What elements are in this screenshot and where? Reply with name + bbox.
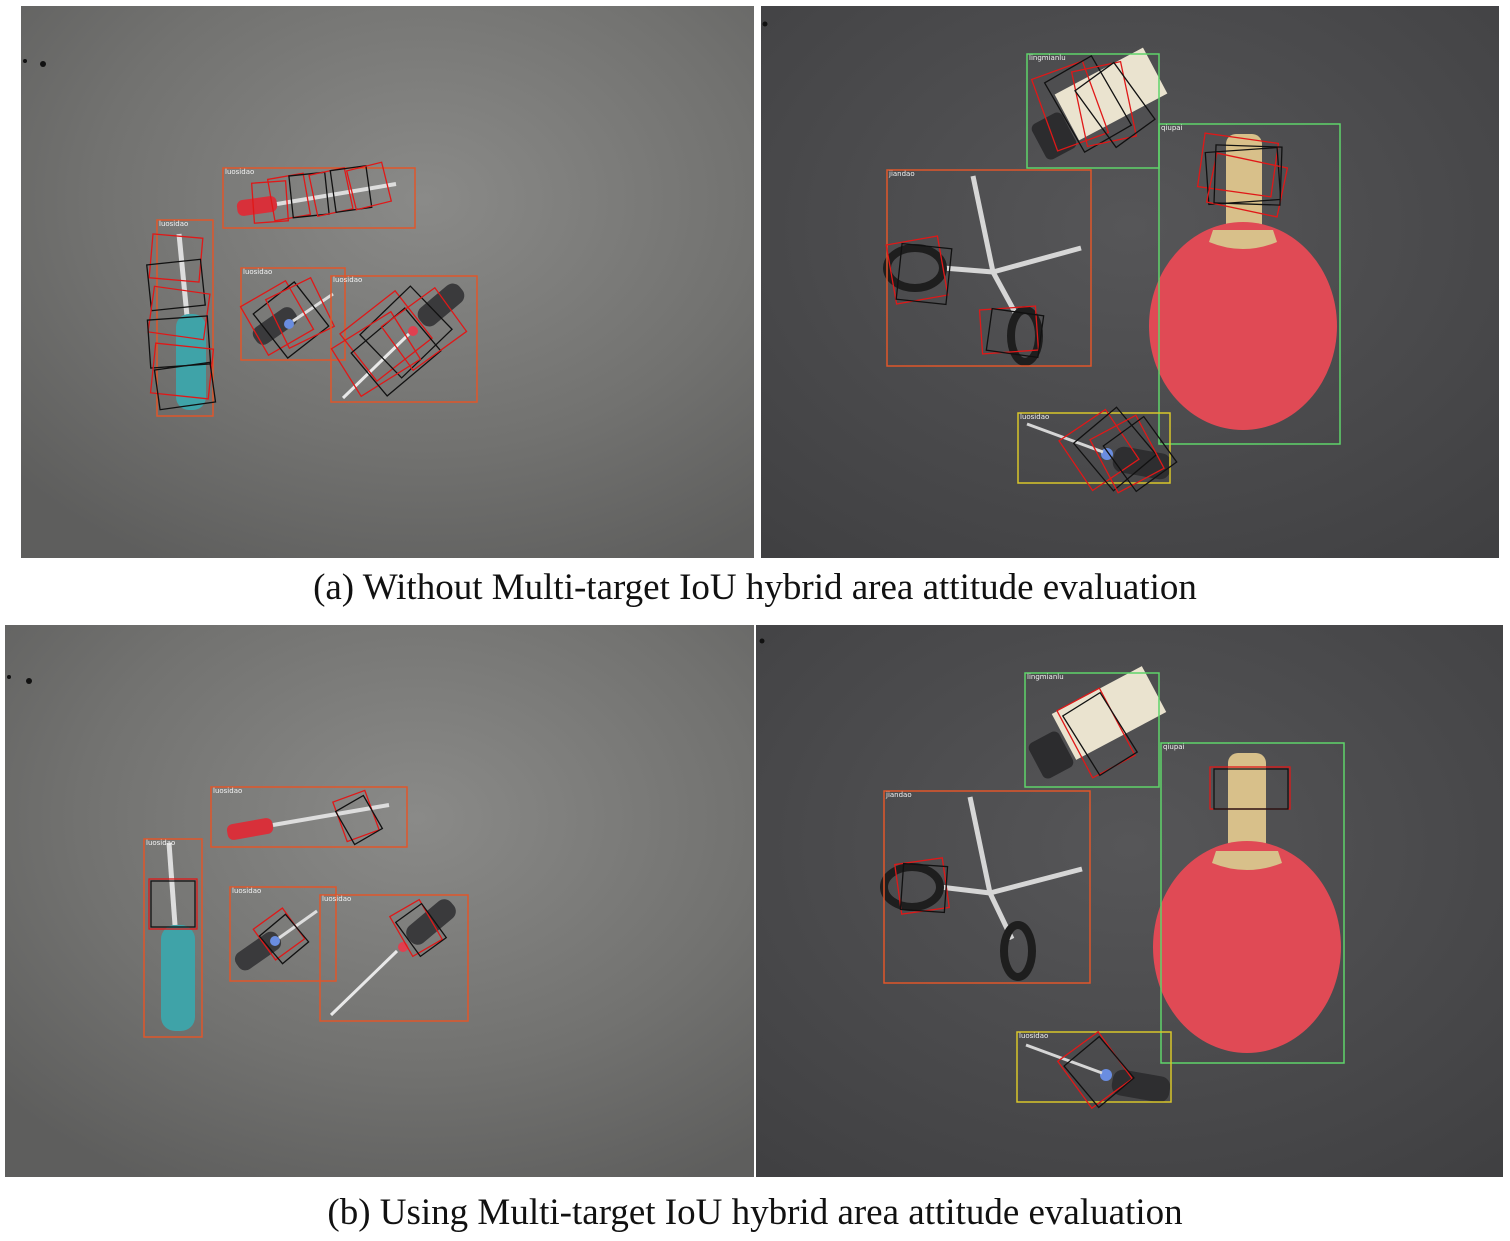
surface-dot [40,61,46,67]
detection-box [1026,53,1160,169]
caption-a: (a) Without Multi-target IoU hybrid area… [313,567,1197,608]
gray-screwdriver [1025,1043,1171,1103]
detection-label: luosidao [213,787,242,795]
red-screwdriver [236,182,397,216]
panel-a-tools-scene: luosidao luosidao [21,6,754,558]
detection-box [330,275,478,403]
detection-box [222,167,416,229]
detection-box [1024,672,1160,788]
detection-label: luosidao [225,168,254,176]
detection-label: luosidao [146,839,175,847]
detection-box [319,894,469,1022]
detection-label: luosidao [322,895,351,903]
grasp-candidates [252,907,310,965]
detection-box [1158,123,1341,445]
red-band-screwdriver [341,283,465,400]
grasp-candidates [330,285,468,398]
grasp-candidates [239,276,336,359]
detection-label: jiandao [885,791,912,799]
panel-a-mixed-scene: lingmianlu qiupai [761,6,1499,558]
grasp-candidates [1058,406,1178,494]
tools-scene-image: luosidao luosidao [21,6,754,558]
surface-dot [23,59,27,63]
teal-screwdriver [161,842,195,1031]
detection-label: qiupai [1161,124,1183,132]
gray-screwdriver [252,292,334,345]
table-surface [5,625,754,1177]
detection-label: qiupai [1163,743,1185,751]
detection-box [156,219,214,417]
detection-box [1017,412,1171,484]
surface-dot [762,21,768,27]
detection-label: jiandao [888,170,915,178]
grasp-candidates [1056,687,1139,779]
mixed-scene-image: lingmianlu qiupai jiandao [756,625,1503,1177]
grasp-candidates [1209,766,1291,810]
detection-label: lingmianlu [1029,54,1066,62]
grasp-candidates [148,878,198,930]
detection-box [143,838,203,1038]
teal-screwdriver [176,233,206,410]
detection-label: luosidao [232,887,261,895]
detection-label: luosidao [333,276,362,284]
grasp-candidates [250,161,393,224]
table-tennis-paddle [1153,753,1341,1053]
grasp-candidates [1056,1030,1135,1110]
grasp-candidates [1030,54,1156,154]
scissors [880,796,1083,981]
detection-box [886,169,1092,367]
panel-b-mixed-scene: lingmianlu qiupai jiandao [756,625,1503,1177]
grasp-candidates [146,233,217,411]
surface-dot [759,638,765,644]
table-surface [21,6,754,558]
detection-label: luosidao [243,268,272,276]
detection-label: luosidao [159,220,188,228]
panel-b-tools-scene: luosidao luosidao luosidao [5,625,754,1177]
detection-box [229,886,337,982]
detection-box [883,790,1091,984]
detection-box [210,786,408,848]
surface-dot [7,675,11,679]
detection-label: luosidao [1019,1032,1048,1040]
detection-label: luosidao [1020,413,1049,421]
red-screwdriver [226,803,390,840]
grasp-candidates [885,235,1045,359]
detection-box [240,267,346,361]
cream-tube [1028,666,1167,779]
grasp-candidates [388,898,448,958]
surface-dot [26,678,32,684]
detection-box [1160,742,1345,1064]
mixed-scene-image: lingmianlu qiupai [761,6,1499,558]
grasp-candidates [894,857,950,915]
tools-scene-image: luosidao luosidao luosidao [5,625,754,1177]
gray-screwdriver [234,909,318,971]
caption-b: (b) Using Multi-target IoU hybrid area a… [327,1192,1183,1233]
grasp-candidates [1196,132,1289,218]
detection-label: lingmianlu [1027,673,1064,681]
grasp-candidates [332,789,384,846]
table-tennis-paddle [1149,134,1337,430]
